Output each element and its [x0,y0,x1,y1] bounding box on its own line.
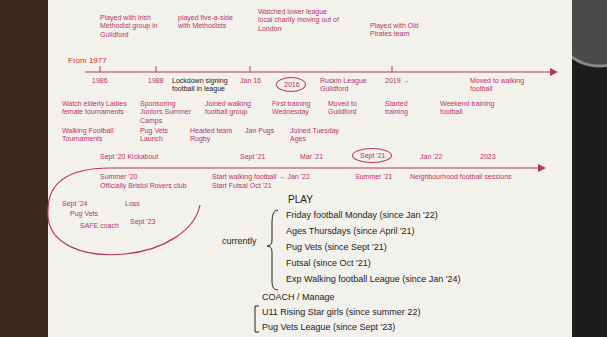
handwritten-note: 1988 [148,77,164,85]
handwritten-note: Ruskin League Guildford [320,77,370,94]
handwritten-note: Walking Football Tournaments [62,127,132,144]
brace [267,210,278,290]
handwritten-note: Watch elderly Ladies female tournaments [62,100,130,117]
date-text: Sept '21 [360,152,384,160]
handwritten-note: Sept '24 [62,200,87,208]
looped-timeline [48,168,540,255]
handwritten-note: Jan '22 [420,153,442,161]
handwritten-note: Joined Tuesday Ages [290,127,340,144]
handwritten-note: Loss [125,200,140,208]
top-timeline [85,71,552,72]
handwritten-note: Pug Vets [70,210,98,218]
bracket [255,306,259,332]
handwritten-note: Start Futsal Oct '21 [212,182,272,190]
handwritten-note: Pug Vets Launch [140,127,182,144]
handwritten-note: Sept '23 [130,218,155,226]
arrow-head [550,68,558,76]
handwritten-note: Lockdown signing football in league [172,77,234,94]
handwritten-note: Started training [385,100,430,117]
handwritten-note: PLAY [288,194,313,206]
handwritten-note: Headed team Rugby [190,127,238,144]
handwritten-note: Sept '20 Kickabout [100,153,158,161]
handwritten-note: Pug Vets League (since Sept '23) [262,322,395,333]
handwritten-note: Summer '20 [100,173,138,181]
handwritten-note: Joined walking football group [205,100,265,117]
handwritten-note: Watched lower league local charity movin… [258,8,343,33]
handwritten-note: Jan Pugs [245,127,285,135]
handwritten-note: Moved to walking football [470,77,540,94]
handwritten-note: 2019 → [385,77,410,85]
handwritten-note: 2023 [480,153,496,161]
handwritten-note: First training Wednesday [272,100,320,117]
handwritten-note: Played with Irish Methodist group in Gui… [100,14,168,39]
handwritten-note: Summer '21 [355,173,393,181]
handwritten-note: Exp Walking football League (since Jan '… [286,274,461,285]
handwritten-note: currently [222,236,257,247]
tick [392,66,393,72]
handwritten-note: played five-a-side with Methodists [178,14,246,31]
handwritten-note: Friday football Monday (since Jan '22) [286,210,438,221]
handwritten-note: 1986 [92,77,108,85]
handwritten-note: Sept '21 [240,153,265,161]
tick [100,66,101,72]
handwritten-note: Officially Bristol Rovers club [100,182,195,190]
handwritten-note: Jan 16 [240,77,261,85]
handwritten-note: Neighbourhood football sessions [410,173,540,181]
handwritten-note: SAFE coach [80,222,119,230]
handwritten-note: Pug Vets (since Sept '21) [286,242,387,253]
handwritten-note: Weekend training football [440,100,500,117]
handwritten-note: COACH / Manage [262,292,335,303]
handwritten-note: Futsal (since Oct '21) [286,258,371,269]
handwritten-note: Sponsoring Juniors Summer Camps [140,100,198,125]
handwritten-note: Played with Old Pirates team [370,22,430,39]
date-text: 2016 [284,81,298,89]
tick [250,66,251,72]
handwritten-note: Start walking football → Jan '22 [212,173,310,181]
paper-sheet [48,0,572,337]
handwritten-note: From 1977 [68,56,107,66]
circled-date: Sept '21 [352,148,392,163]
tick [156,66,157,72]
handwritten-note: U11 Rising Star girls (since summer 22) [262,307,420,318]
handwritten-note: Mar '21 [300,153,323,161]
handwritten-note: Moved to Guildford [328,100,376,117]
circled-date: 2016 [276,77,306,92]
handwritten-note: Ages Thursdays (since April '21) [286,226,415,237]
arrow-head [538,164,546,172]
